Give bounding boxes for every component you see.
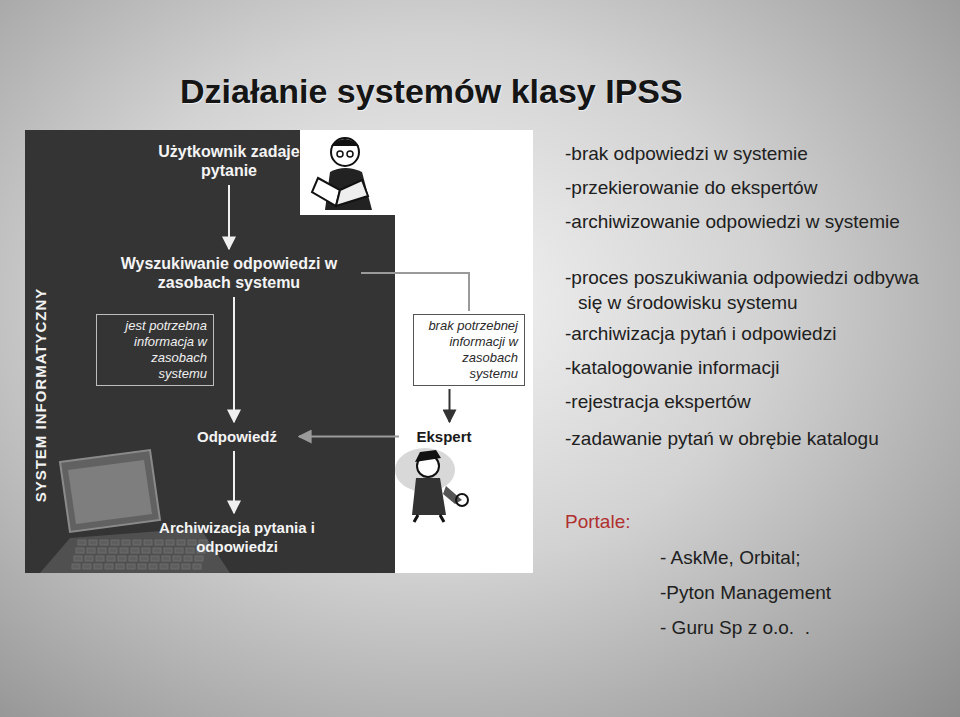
node-text: brak potrzebnej informacji w zasobach sy… <box>420 318 518 382</box>
flow-arrow <box>361 273 469 311</box>
bullet-item: -proces poszukiwania odpowiedzi odbywa s… <box>565 265 925 315</box>
vertical-caption: SYSTEM INFORMATYCZNY <box>32 288 49 503</box>
portal-item: - Guru Sp z o.o. . <box>660 615 810 640</box>
info-found-box: jest potrzebna informacja w zasobach sys… <box>96 314 214 386</box>
bullet-item: -katalogowanie informacji <box>565 355 925 380</box>
expert-figure <box>395 448 468 522</box>
portal-item: - AskMe, Orbital; <box>660 545 800 570</box>
user-step: Użytkownik zadaje pytanie <box>150 140 308 182</box>
search-step: Wyszukiwanie odpowiedzi w zasobach syste… <box>100 252 358 294</box>
node-text: Użytkownik zadaje pytanie <box>154 142 304 180</box>
node-text: Ekspert <box>406 427 482 446</box>
node-text: Odpowiedź <box>182 427 292 446</box>
portal-item: -Pyton Management <box>660 580 831 605</box>
flow-arrow <box>449 389 451 422</box>
picture-ground <box>25 130 533 573</box>
flow-arrow <box>228 185 230 249</box>
archive-step: Archiwizacja pytania i odpowiedzi <box>143 516 331 558</box>
info-missing-box: brak potrzebnej informacji w zasobach sy… <box>413 314 525 386</box>
bullet-item: -archiwizowanie odpowiedzi w systemie <box>565 209 925 234</box>
reading-man <box>300 130 395 215</box>
node-text: Archiwizacja pytania i odpowiedzi <box>147 518 327 556</box>
answer-step: Odpowiedź <box>178 425 296 448</box>
bullet-item: -przekierowanie do ekspertów <box>565 175 925 200</box>
bullet-item: -brak odpowiedzi w systemie <box>565 141 925 166</box>
portal-heading: Portale: <box>565 509 630 534</box>
bullet-item: -zadawanie pytań w obrębie katalogu <box>565 426 925 451</box>
flow-arrow <box>233 297 235 422</box>
node-text: Wyszukiwanie odpowiedzi w zasobach syste… <box>104 254 354 292</box>
bullet-item: -archiwizacja pytań i odpowiedzi <box>565 321 925 346</box>
flow-arrow <box>299 436 399 438</box>
expert-step: Ekspert <box>402 425 486 448</box>
node-text: jest potrzebna informacja w zasobach sys… <box>103 318 207 382</box>
bullet-item: -rejestracja ekspertów <box>565 389 925 414</box>
system-panel <box>25 130 395 573</box>
flow-arrow <box>233 451 235 513</box>
slide-title: Działanie systemów klasy IPSS <box>180 72 683 111</box>
